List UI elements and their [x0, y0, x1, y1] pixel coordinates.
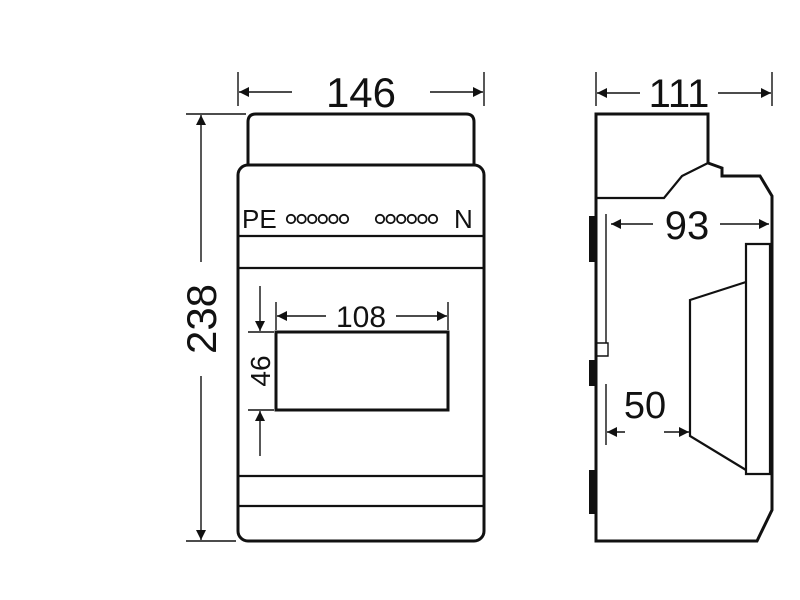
- dim-93-label: 93: [665, 204, 710, 248]
- pe-terminal-3: [307, 213, 318, 225]
- n-terminal-6: [427, 213, 439, 225]
- pe-terminal-6: [338, 213, 350, 225]
- side-notch: [596, 342, 609, 357]
- side-outline: [594, 112, 774, 543]
- pe-terminal-5: [328, 213, 339, 225]
- dim-238: 238: [178, 113, 246, 542]
- n-terminal-2: [385, 213, 396, 225]
- n-terminal-5: [417, 213, 428, 225]
- breaker-window: [274, 330, 450, 412]
- dim-146-label: 146: [326, 69, 396, 116]
- dim-111-label: 111: [649, 72, 710, 116]
- pe-label: PE: [242, 204, 277, 234]
- front-lid: [246, 112, 476, 165]
- side-front-cover: [744, 242, 772, 476]
- dim-238-label: 238: [178, 284, 225, 354]
- dim-50: 50: [605, 384, 689, 445]
- side-view: [589, 112, 774, 543]
- n-terminal-3: [396, 213, 407, 225]
- side-module-profile: [688, 280, 747, 471]
- n-label: N: [454, 204, 473, 234]
- dim-93: 93: [611, 204, 769, 248]
- dim-46-label: 46: [245, 355, 276, 386]
- front-view: PE N 108 46: [236, 112, 486, 543]
- pe-terminal-4: [317, 213, 328, 225]
- dim-111: 111: [595, 72, 773, 116]
- pe-terminal-group: [285, 213, 350, 225]
- dim-146: 146: [237, 69, 485, 116]
- pe-terminal-1: [285, 213, 297, 225]
- n-terminal-1: [374, 213, 386, 225]
- mount-clip-middle: [589, 360, 597, 386]
- mount-clip-bottom: [589, 470, 597, 514]
- mount-clip-top: [589, 216, 597, 262]
- front-body: [236, 163, 486, 543]
- dim-108-label: 108: [336, 301, 386, 334]
- dim-50-label: 50: [624, 385, 666, 427]
- pe-terminal-2: [296, 213, 307, 225]
- n-terminal-group: [374, 213, 439, 225]
- side-shoulder: [596, 162, 709, 200]
- n-terminal-4: [406, 213, 417, 225]
